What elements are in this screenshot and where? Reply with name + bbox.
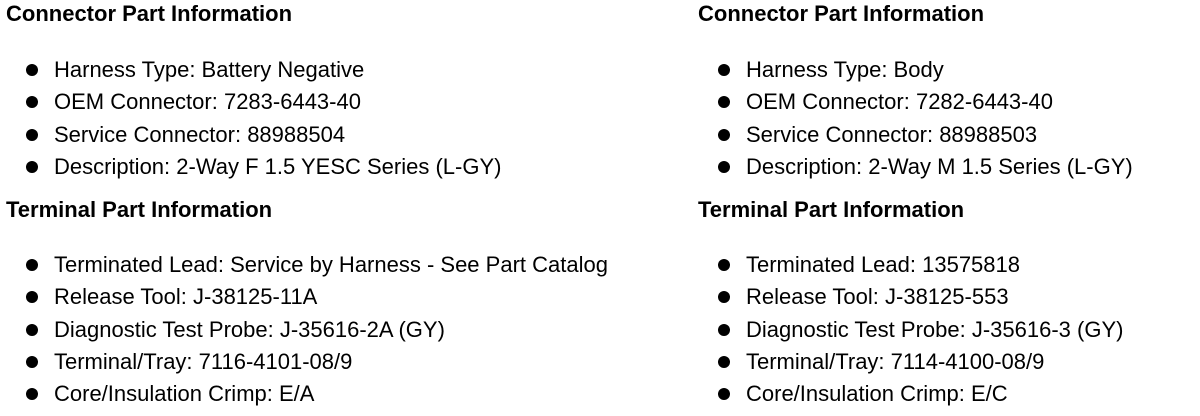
bullet-icon: [26, 259, 38, 271]
list-item-text: OEM Connector: 7282-6443-40: [746, 89, 1053, 115]
list-item: Terminated Lead: Service by Harness - Se…: [6, 249, 608, 281]
list-item-text: Service Connector: 88988504: [54, 121, 346, 147]
list-item-text: OEM Connector: 7283-6443-40: [54, 89, 361, 115]
bullet-icon: [718, 388, 730, 401]
list-item: Service Connector: 88988504: [6, 119, 501, 151]
bullet-icon: [26, 355, 38, 368]
list-item-text: Terminated Lead: Service by Harness - Se…: [54, 252, 608, 277]
bullet-icon: [718, 323, 730, 336]
list-item: Release Tool: J-38125-11A: [6, 281, 608, 313]
list-item-text: Core/Insulation Crimp: E/A: [54, 381, 315, 407]
bullet-icon: [26, 160, 38, 173]
list-item: Terminal/Tray: 7116-4101-08/9: [6, 346, 608, 378]
list-item: Diagnostic Test Probe: J-35616-3 (GY): [698, 314, 1123, 346]
list-item-text: Description: 2-Way M 1.5 Series (L-GY): [746, 153, 1133, 179]
list-item: Terminal/Tray: 7114-4100-08/9: [698, 346, 1123, 378]
list-item-text: Description: 2-Way F 1.5 YESC Series (L-…: [54, 153, 502, 179]
left-connector-section: Connector Part Information Harness Type:…: [6, 0, 696, 179]
list-item: OEM Connector: 7283-6443-40: [6, 86, 501, 118]
bullet-icon: [26, 323, 38, 336]
list-item: Core/Insulation Crimp: E/A: [6, 378, 608, 410]
list-item: Harness Type: Body: [698, 54, 1133, 86]
left-connector-list: Harness Type: Battery Negative OEM Conne…: [6, 54, 501, 183]
bullet-icon: [26, 291, 38, 304]
list-item: Core/Insulation Crimp: E/C: [698, 378, 1123, 410]
list-item: Diagnostic Test Probe: J-35616-2A (GY): [6, 314, 608, 346]
list-item-text: Harness Type: Battery Negative: [54, 57, 365, 82]
list-item-text: Release Tool: J-38125-11A: [54, 284, 318, 310]
list-item: OEM Connector: 7282-6443-40: [698, 86, 1133, 118]
bullet-icon: [718, 160, 730, 173]
bullet-icon: [718, 355, 730, 368]
list-item: Description: 2-Way M 1.5 Series (L-GY): [698, 151, 1133, 183]
bullet-icon: [26, 64, 38, 76]
right-connector-list: Harness Type: Body OEM Connector: 7282-6…: [698, 54, 1133, 183]
right-terminal-section: Terminal Part Information Terminated Lea…: [698, 196, 1198, 406]
list-item: Release Tool: J-38125-553: [698, 281, 1123, 313]
list-item-text: Harness Type: Body: [746, 57, 944, 82]
list-item-text: Terminal/Tray: 7114-4100-08/9: [746, 348, 1045, 374]
bullet-icon: [26, 128, 38, 141]
right-connector-heading: Connector Part Information: [698, 1, 985, 26]
bullet-icon: [718, 291, 730, 304]
left-terminal-list: Terminated Lead: Service by Harness - Se…: [6, 249, 608, 410]
bullet-icon: [26, 388, 38, 401]
left-connector-heading: Connector Part Information: [6, 1, 293, 26]
bullet-icon: [718, 259, 730, 271]
list-item: Harness Type: Battery Negative: [6, 54, 501, 86]
list-item-text: Diagnostic Test Probe: J-35616-2A (GY): [54, 316, 445, 342]
bullet-icon: [26, 96, 38, 109]
bullet-icon: [718, 96, 730, 109]
list-item-text: Core/Insulation Crimp: E/C: [746, 381, 1008, 407]
left-terminal-section: Terminal Part Information Terminated Lea…: [6, 196, 696, 406]
list-item-text: Terminated Lead: 13575818: [746, 252, 1020, 277]
left-terminal-heading: Terminal Part Information: [6, 197, 273, 222]
list-item: Service Connector: 88988503: [698, 119, 1133, 151]
list-item-text: Diagnostic Test Probe: J-35616-3 (GY): [746, 316, 1124, 342]
list-item-text: Service Connector: 88988503: [746, 121, 1038, 147]
right-terminal-list: Terminated Lead: 13575818 Release Tool: …: [698, 249, 1123, 410]
bullet-icon: [718, 64, 730, 76]
list-item: Description: 2-Way F 1.5 YESC Series (L-…: [6, 151, 501, 183]
right-connector-section: Connector Part Information Harness Type:…: [698, 0, 1198, 179]
list-item-text: Terminal/Tray: 7116-4101-08/9: [54, 348, 353, 374]
list-item: Terminated Lead: 13575818: [698, 249, 1123, 281]
bullet-icon: [718, 128, 730, 141]
right-terminal-heading: Terminal Part Information: [698, 197, 965, 222]
list-item-text: Release Tool: J-38125-553: [746, 284, 1009, 310]
